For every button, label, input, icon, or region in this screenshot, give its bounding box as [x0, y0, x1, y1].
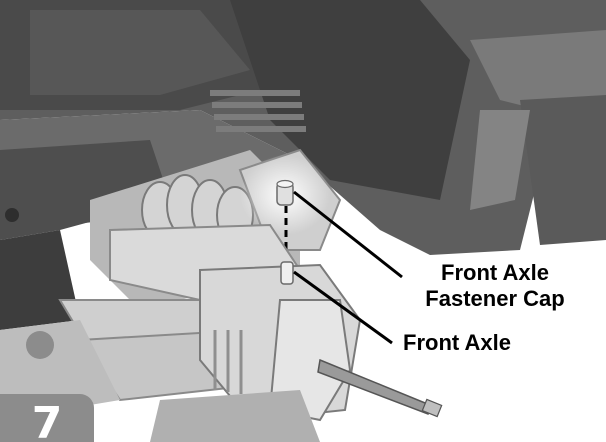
callout-front-axle: Front Axle [403, 330, 511, 355]
wheel-hub-assembly [0, 223, 443, 442]
callout-cap-line1: Front Axle [441, 260, 549, 285]
fastener-cap-part [276, 179, 294, 206]
step-number-badge: 7 [0, 394, 94, 442]
callout-front-axle-fastener-cap: Front Axle Fastener Cap [398, 260, 592, 312]
leader-line-fastener-cap [293, 190, 403, 279]
leader-line-front-axle [293, 270, 393, 345]
callout-cap-line2: Fastener Cap [425, 286, 565, 311]
